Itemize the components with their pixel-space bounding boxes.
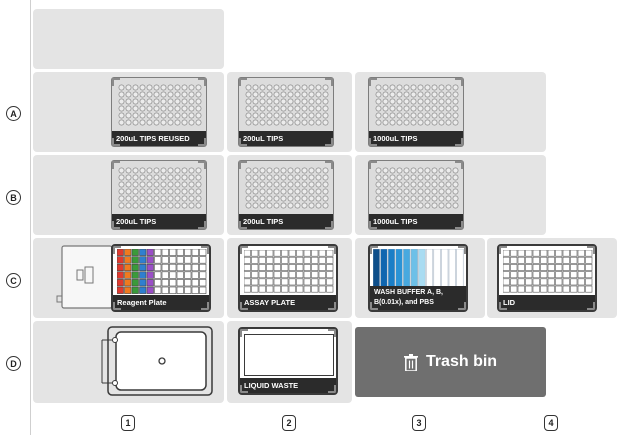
labware-corner	[113, 246, 121, 254]
labware-corner	[112, 78, 120, 86]
labware-corner	[201, 246, 209, 254]
labware-corner	[369, 78, 377, 86]
labware-corner	[325, 138, 333, 146]
labware-corner	[240, 385, 248, 393]
labware-corner	[370, 302, 378, 310]
col-label-1: 1	[121, 415, 135, 431]
labware-corner	[369, 161, 377, 169]
labware-corner	[455, 161, 463, 169]
labware-label-c3: WASH BUFFER A, B, B(0.01x), and PBS	[370, 286, 466, 310]
labware-corner	[198, 138, 206, 146]
tip-wells	[375, 167, 459, 209]
labware-corner	[458, 246, 466, 254]
heater-shaker-icon	[56, 245, 113, 309]
reagent-wells	[117, 249, 207, 294]
labware-label-a1: 200uL TIPS REUSED	[112, 131, 206, 146]
labware-corner	[369, 138, 377, 146]
labware-corner	[239, 138, 247, 146]
labware-corner	[325, 161, 333, 169]
trash-bin[interactable]: Trash bin	[355, 327, 546, 397]
trash-icon	[403, 353, 418, 371]
tiprack-b1[interactable]: 200uL TIPS	[111, 160, 207, 230]
col-label-3: 3	[412, 415, 426, 431]
labware-corner	[499, 246, 507, 254]
row-label-d: D	[6, 356, 21, 371]
labware-label-d2: LIQUID WASTE	[240, 378, 336, 393]
labware-corner	[587, 246, 595, 254]
labware-label-c1: Reagent Plate	[113, 295, 209, 310]
tiprack-a3[interactable]: 1000uL TIPS	[368, 77, 464, 147]
labware-corner	[328, 246, 336, 254]
labware-corner	[240, 246, 248, 254]
labware-corner	[325, 78, 333, 86]
labware-corner	[112, 161, 120, 169]
reservoir-well	[244, 334, 334, 376]
labware-label-a3: 1000uL TIPS	[369, 131, 463, 146]
tip-wells	[118, 84, 202, 126]
tiprack-b2[interactable]: 200uL TIPS	[238, 160, 334, 230]
labware-corner	[325, 221, 333, 229]
assay-wells	[244, 250, 334, 293]
tip-wells	[245, 167, 329, 209]
labware-label-b2: 200uL TIPS	[239, 214, 333, 229]
labware-corner	[113, 302, 121, 310]
labware-corner	[499, 302, 507, 310]
tip-wells	[118, 167, 202, 209]
tiprack-a1[interactable]: 200uL TIPS REUSED	[111, 77, 207, 147]
labware-corner	[455, 78, 463, 86]
labware-label-a2: 200uL TIPS	[239, 131, 333, 146]
tiprack-a2[interactable]: 200uL TIPS	[238, 77, 334, 147]
labware-corner	[455, 138, 463, 146]
magnetic-block-icon	[101, 326, 213, 396]
labware-label-b1: 200uL TIPS	[112, 214, 206, 229]
lid-plate[interactable]: LID	[497, 244, 597, 312]
labware-corner	[198, 78, 206, 86]
labware-corner	[328, 385, 336, 393]
wash-columns	[373, 249, 464, 289]
labware-corner	[240, 302, 248, 310]
tiprack-b3[interactable]: 1000uL TIPS	[368, 160, 464, 230]
trash-bin-label: Trash bin	[425, 353, 498, 370]
tip-wells	[375, 84, 459, 126]
col-label-4: 4	[544, 415, 558, 431]
labware-label-c4: LID	[499, 295, 595, 310]
liquid-waste-reservoir[interactable]: LIQUID WASTE	[238, 327, 338, 395]
labware-corner	[239, 161, 247, 169]
labware-corner	[458, 302, 466, 310]
labware-corner	[198, 221, 206, 229]
labware-corner	[201, 302, 209, 310]
labware-corner	[112, 221, 120, 229]
row-label-a: A	[6, 106, 21, 121]
labware-corner	[370, 246, 378, 254]
col-label-2: 2	[282, 415, 296, 431]
labware-corner	[328, 329, 336, 337]
labware-corner	[112, 138, 120, 146]
tip-wells	[245, 84, 329, 126]
labware-corner	[198, 161, 206, 169]
assay-plate[interactable]: ASSAY PLATE	[238, 244, 338, 312]
slot-empty-top[interactable]	[33, 9, 224, 69]
labware-corner	[239, 78, 247, 86]
labware-corner	[369, 221, 377, 229]
labware-corner	[328, 302, 336, 310]
deck-axis-line	[30, 0, 31, 435]
labware-label-c2: ASSAY PLATE	[240, 295, 336, 310]
labware-corner	[455, 221, 463, 229]
wash-reservoir[interactable]: WASH BUFFER A, B, B(0.01x), and PBS	[368, 244, 468, 312]
labware-corner	[240, 329, 248, 337]
labware-corner	[239, 221, 247, 229]
labware-corner	[587, 302, 595, 310]
reagent-plate[interactable]: Reagent Plate	[111, 244, 211, 312]
labware-label-b3: 1000uL TIPS	[369, 214, 463, 229]
row-label-b: B	[6, 190, 21, 205]
lid-wells	[503, 250, 593, 293]
row-label-c: C	[6, 273, 21, 288]
